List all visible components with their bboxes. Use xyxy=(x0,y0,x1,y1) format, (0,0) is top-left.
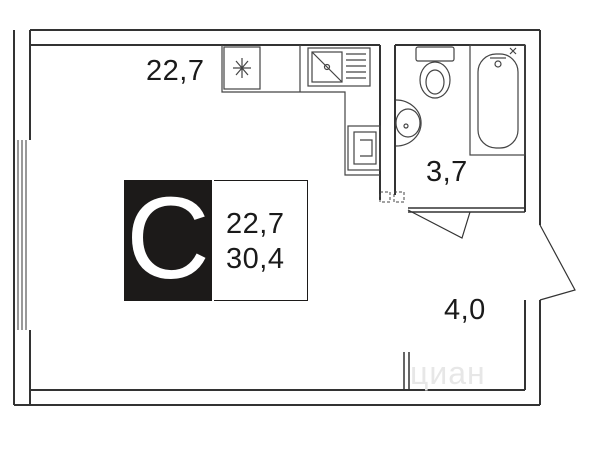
kitchen-counter xyxy=(221,45,380,176)
studio-badge: С xyxy=(124,180,212,301)
total-area: 30,4 xyxy=(226,243,285,275)
stove-icon xyxy=(347,125,381,171)
room-area-bathroom: 3,7 xyxy=(426,156,468,188)
bathtub-icon xyxy=(469,44,526,156)
watermark-logo: циан xyxy=(410,355,486,391)
walls xyxy=(13,29,541,406)
area-summary: 22,7 30,4 xyxy=(214,180,308,301)
sink-icon xyxy=(307,47,371,87)
vent-shaft xyxy=(379,191,405,203)
doors xyxy=(407,209,576,301)
living-area: 22,7 xyxy=(226,208,285,240)
washbasin-icon xyxy=(395,99,422,147)
freezer-icon xyxy=(223,46,261,90)
studio-badge-letter: С xyxy=(126,172,210,303)
room-area-hallway: 4,0 xyxy=(444,294,486,326)
room-area-main: 22,7 xyxy=(146,55,205,87)
toilet-icon xyxy=(415,46,455,99)
